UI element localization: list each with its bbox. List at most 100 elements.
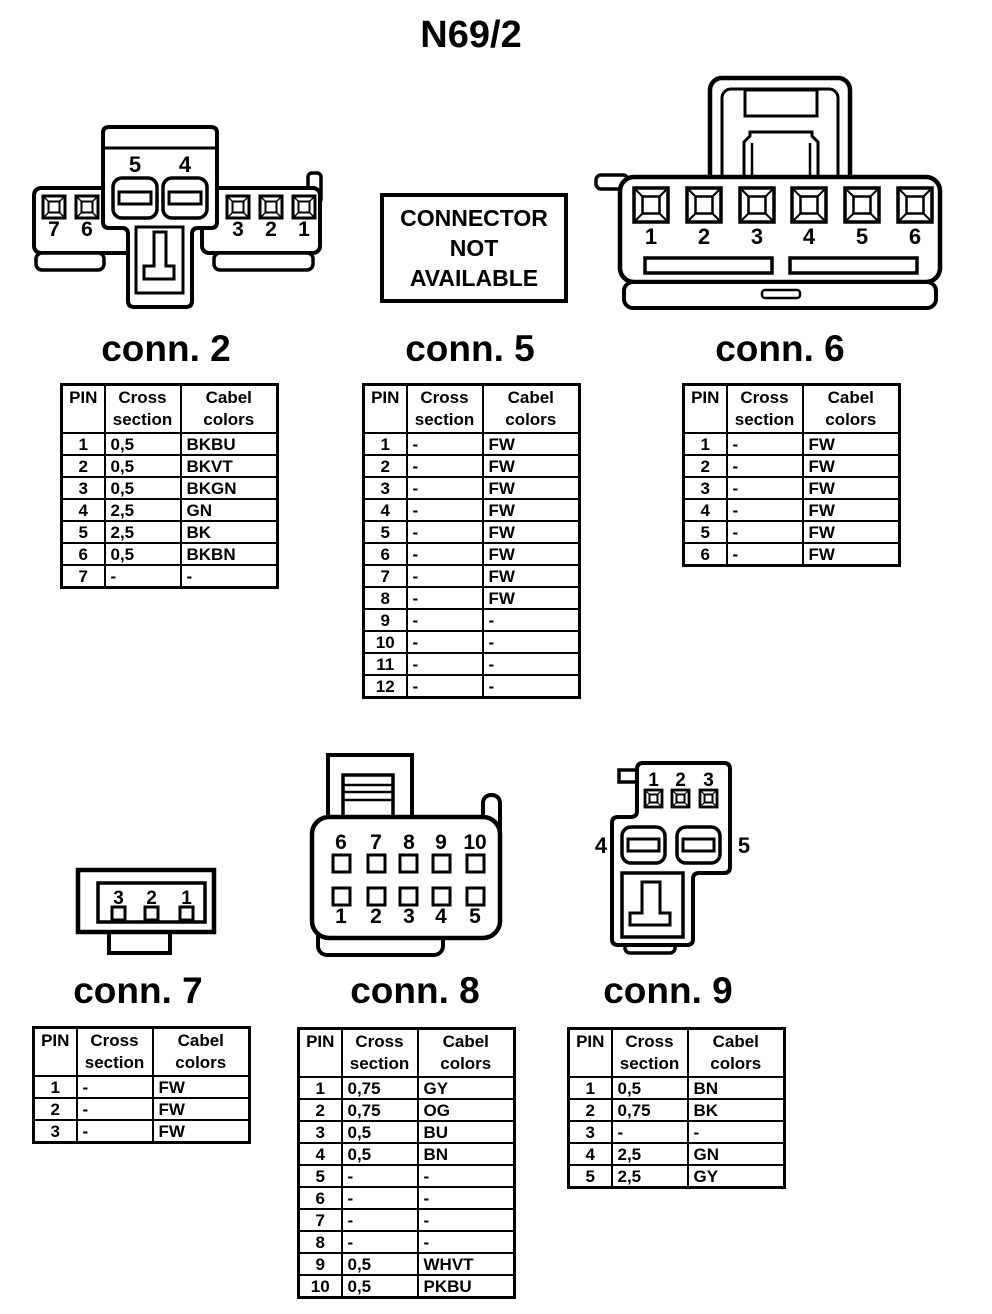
col-header-cross-section: Cross section xyxy=(725,383,804,434)
table-row: 8-- xyxy=(297,1230,516,1254)
cross-section-cell: - xyxy=(75,1075,154,1099)
pin-number: 2 xyxy=(370,905,382,928)
pin5-contact xyxy=(675,825,722,865)
cross-section-cell: - xyxy=(405,652,484,676)
table-row: 7-FW xyxy=(362,564,581,588)
conn8-diagram: 6 7 8 9 10 1 2 3 4 5 xyxy=(309,753,503,957)
pin-number: 1 xyxy=(181,888,192,909)
col-header-cross-section: Cross section xyxy=(340,1027,419,1078)
table-row: 3-- xyxy=(567,1120,786,1144)
pin-cell: 4 xyxy=(682,498,728,522)
cable-color-cell: FW xyxy=(801,542,901,567)
pin4-slot xyxy=(167,190,203,206)
cable-color-cell: FW xyxy=(801,498,901,522)
table-row: 3-FW xyxy=(362,476,581,500)
cable-color-cell: FW xyxy=(481,454,581,478)
lip-slot xyxy=(760,288,802,300)
pin-contact xyxy=(366,886,387,907)
cable-color-cell: FW xyxy=(151,1119,251,1144)
cross-section-cell: 0,75 xyxy=(340,1098,419,1122)
pin-cell: 7 xyxy=(362,564,408,588)
cross-section-cell: - xyxy=(405,674,484,699)
pin-cell: 9 xyxy=(297,1252,343,1276)
cross-section-cell: - xyxy=(610,1120,689,1144)
cable-color-cell: BN xyxy=(686,1076,786,1100)
pin-contact xyxy=(632,186,670,224)
cross-section-cell: 2,5 xyxy=(610,1142,689,1166)
pin-cell: 2 xyxy=(32,1097,78,1121)
pin-cell: 4 xyxy=(362,498,408,522)
cable-color-cell: OG xyxy=(416,1098,516,1122)
cable-color-cell: BK xyxy=(686,1098,786,1122)
cable-color-cell: - xyxy=(416,1230,516,1254)
right-lip xyxy=(212,251,315,272)
cross-section-cell: - xyxy=(405,630,484,654)
col-header-cross-section: Cross section xyxy=(75,1026,154,1077)
cable-color-cell: BK xyxy=(179,520,279,544)
table-row: 6-- xyxy=(297,1186,516,1210)
cable-color-cell: FW xyxy=(481,520,581,544)
pin-number: 3 xyxy=(403,905,415,928)
pin-number: 9 xyxy=(435,831,447,854)
pin-cell: 10 xyxy=(297,1274,343,1299)
cross-section-cell: - xyxy=(405,432,484,456)
pin-cell: 1 xyxy=(32,1075,78,1099)
pin-number: 2 xyxy=(698,224,710,249)
table-row: 9-- xyxy=(362,608,581,632)
pin-cell: 6 xyxy=(362,542,408,566)
pin-cell: 1 xyxy=(567,1076,613,1100)
pin-contact xyxy=(896,186,934,224)
cable-color-cell: - xyxy=(481,630,581,654)
pin-number: 8 xyxy=(403,831,415,854)
table-row: 7-- xyxy=(297,1208,516,1232)
table-row: 4-FW xyxy=(682,498,901,522)
pin-contact xyxy=(41,194,67,220)
pin-number: 6 xyxy=(335,831,347,854)
na-line1: CONNECTOR xyxy=(400,205,548,231)
cross-section-cell: 0,5 xyxy=(103,476,182,500)
cable-color-cell: FW xyxy=(481,498,581,522)
cable-color-cell: FW xyxy=(801,520,901,544)
pin-contact xyxy=(225,194,251,220)
tab-neck xyxy=(742,130,820,179)
cross-section-cell: - xyxy=(405,498,484,522)
pin-cell: 8 xyxy=(362,586,408,610)
tab-detail xyxy=(341,773,395,819)
cable-color-cell: - xyxy=(481,608,581,632)
pin-contact xyxy=(110,905,127,922)
pin-number: 1 xyxy=(335,905,347,928)
table-row: 7-- xyxy=(60,564,279,589)
cross-section-cell: - xyxy=(725,498,804,522)
conn7-diagram: 3 2 1 xyxy=(75,867,217,955)
pin-number: 4 xyxy=(595,833,608,858)
cable-color-cell: GN xyxy=(179,498,279,522)
cable-color-cell: FW xyxy=(801,476,901,500)
pin-cell: 3 xyxy=(362,476,408,500)
pin-contact xyxy=(331,853,352,874)
cross-section-cell: - xyxy=(340,1230,419,1254)
cross-section-cell: - xyxy=(340,1208,419,1232)
cross-section-cell: - xyxy=(405,564,484,588)
pin-cell: 10 xyxy=(362,630,408,654)
cross-section-cell: - xyxy=(405,520,484,544)
cable-color-cell: FW xyxy=(481,542,581,566)
slot-left xyxy=(643,256,774,275)
pin-cell: 6 xyxy=(682,542,728,567)
key-housing xyxy=(620,871,685,939)
cross-section-cell: 2,5 xyxy=(103,520,182,544)
pin-cell: 1 xyxy=(297,1076,343,1100)
pin-number: 2 xyxy=(265,218,277,241)
cable-color-cell: FW xyxy=(801,432,901,456)
cable-color-cell: BKGN xyxy=(179,476,279,500)
cross-section-cell: 0,5 xyxy=(103,542,182,566)
pin5-slot xyxy=(117,190,153,206)
